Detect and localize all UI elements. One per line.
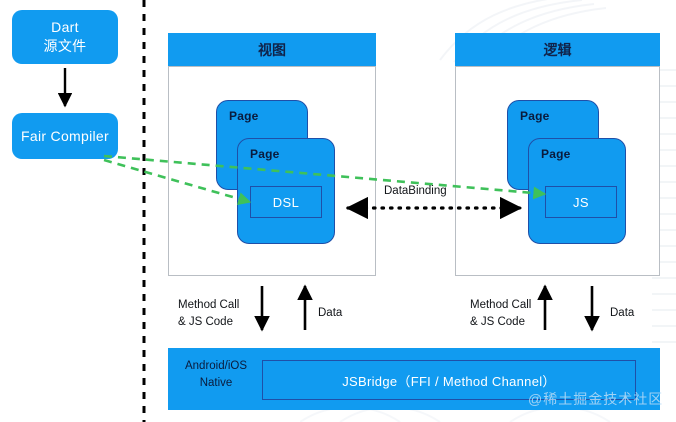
dart-source-line1: Dart xyxy=(51,19,79,36)
jsbridge-label: JSBridge（FFI / Method Channel） xyxy=(342,373,556,389)
watermark-text: @稀土掘金技术社区 xyxy=(528,391,664,407)
view-page-back-label: Page xyxy=(229,109,259,123)
databinding-label: DataBinding xyxy=(384,185,447,197)
panel-header-logic-label: 逻辑 xyxy=(543,42,572,58)
logic-page-front-label: Page xyxy=(541,147,571,161)
panel-header-view-label: 视图 xyxy=(258,42,286,58)
logic-data-label: Data xyxy=(610,307,635,319)
dart-source-node: Dart 源文件 xyxy=(12,10,118,64)
jsbridge-box: JSBridge（FFI / Method Channel） xyxy=(262,360,636,400)
view-data-label: Data xyxy=(318,307,343,319)
dart-source-line2: 源文件 xyxy=(43,38,87,54)
js-box-label: JS xyxy=(573,194,589,210)
panel-header-logic: 逻辑 xyxy=(455,33,660,67)
native-platform-label: Android/iOS Native xyxy=(184,360,247,390)
logic-page-back-label: Page xyxy=(520,109,550,123)
js-box: JS xyxy=(545,186,617,218)
logic-method-call-label: Method Call & JS Code xyxy=(470,299,532,328)
dsl-box-label: DSL xyxy=(272,194,300,210)
fair-compiler-label: Fair Compiler xyxy=(21,127,109,144)
fair-compiler-node: Fair Compiler xyxy=(12,113,118,159)
dsl-box: DSL xyxy=(250,186,322,218)
view-method-call-label: Method Call & JS Code xyxy=(178,299,240,328)
view-page-front-label: Page xyxy=(250,147,280,161)
panel-header-view: 视图 xyxy=(168,33,376,67)
